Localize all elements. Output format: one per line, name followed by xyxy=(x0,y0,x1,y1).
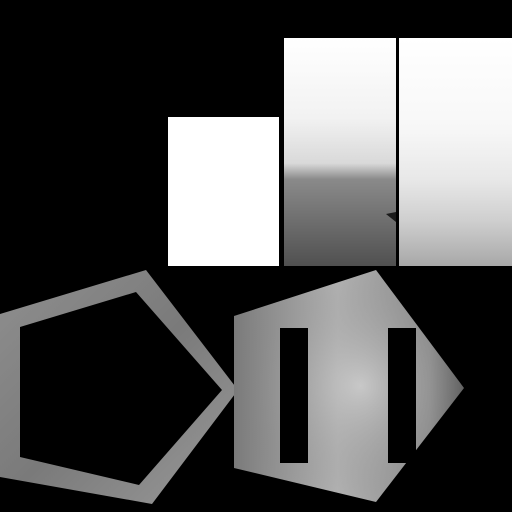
middle-panel xyxy=(284,38,396,266)
pentagon-outline xyxy=(0,270,238,504)
slot-right xyxy=(388,328,416,463)
slot-left xyxy=(280,328,308,463)
white-block xyxy=(168,117,279,266)
right-panel xyxy=(399,38,512,266)
panel-notch xyxy=(386,212,396,222)
